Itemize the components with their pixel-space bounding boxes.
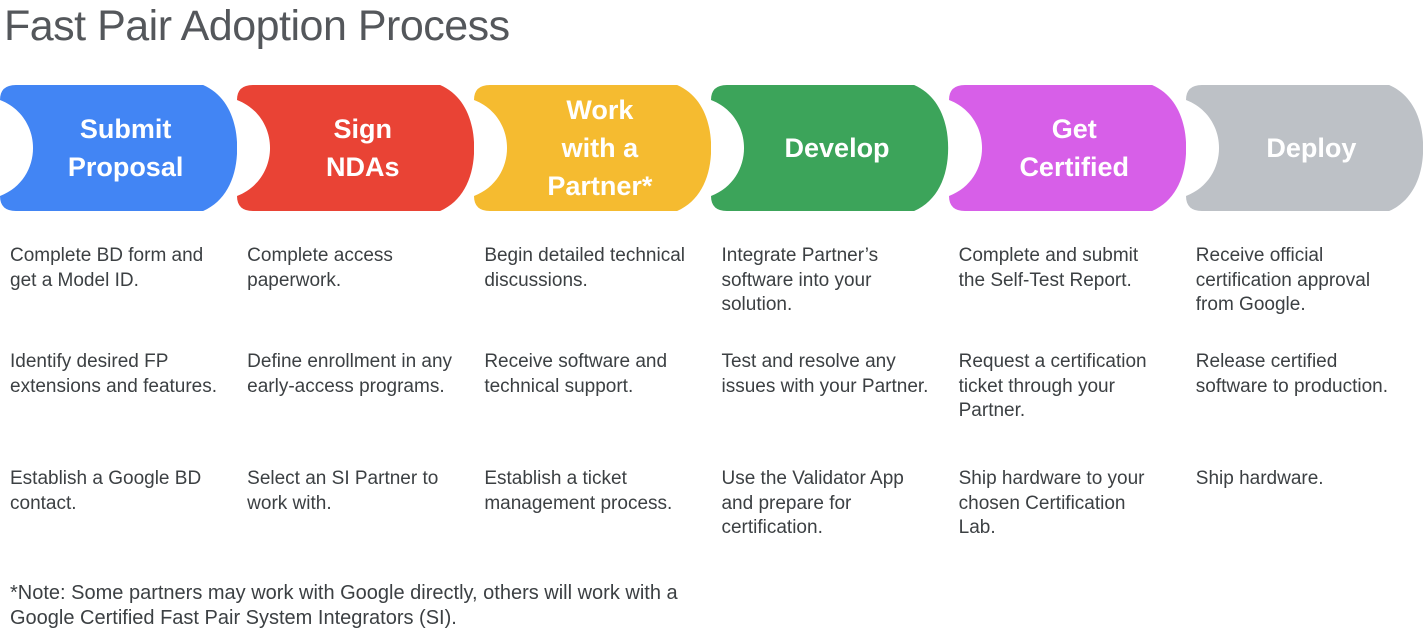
step-label-line: with a xyxy=(561,133,639,163)
detail-cell: Complete BD form and get a Model ID. xyxy=(10,245,204,291)
step-get-certified: Get Certified xyxy=(948,85,1186,211)
step-develop: Develop xyxy=(711,85,949,211)
step-label-line: Deploy xyxy=(1266,133,1357,163)
process-steps-row: Submit Proposal Sign NDAs Work with a xyxy=(0,85,1423,211)
chevron-pill-shape xyxy=(474,85,712,211)
step-work-with-partner: Work with a Partner* xyxy=(474,85,712,211)
details-row-3: Establish a Google BD contact. Select an… xyxy=(0,467,1423,541)
step-label-line: Get xyxy=(1051,114,1097,144)
step-label-line: Develop xyxy=(784,133,890,163)
chevron-pill-shape xyxy=(237,85,475,211)
step-shape xyxy=(948,85,1186,211)
chevron-pill-shape xyxy=(1185,85,1423,211)
detail-cell: Complete access paperwork. xyxy=(247,245,393,291)
step-label-line: Proposal xyxy=(67,152,184,182)
step-label-line: Sign xyxy=(333,114,392,144)
detail-cell: Select an SI Partner to work with. xyxy=(247,468,439,514)
step-label-line: Certified xyxy=(1019,152,1129,182)
step-label-line: Submit xyxy=(79,114,172,144)
step-label-line: Work xyxy=(566,95,634,125)
detail-cell: Receive software and technical support. xyxy=(484,351,668,397)
step-shape xyxy=(474,85,712,211)
page-title: Fast Pair Adoption Process xyxy=(4,2,510,50)
chevron-pill-shape xyxy=(948,85,1186,211)
detail-cell: Ship hardware. xyxy=(1195,468,1324,489)
details-row-1: Complete BD form and get a Model ID. Com… xyxy=(0,244,1423,318)
step-submit-proposal: Submit Proposal xyxy=(0,85,238,211)
step-label: Sign NDAs xyxy=(255,85,470,211)
detail-cell: Define enrollment in any early-access pr… xyxy=(247,351,453,397)
step-label: Get Certified xyxy=(967,85,1182,211)
detail-cell: Receive official certification approval … xyxy=(1195,245,1371,315)
detail-cell: Complete and submit the Self-Test Report… xyxy=(958,245,1139,291)
chevron-pill-shape xyxy=(711,85,949,211)
step-label: Deploy xyxy=(1204,85,1419,211)
step-label-line: NDAs xyxy=(325,152,400,182)
step-shape xyxy=(237,85,475,211)
detail-cell: Establish a Google BD contact. xyxy=(10,468,202,514)
detail-cell: Integrate Partner’s software into your s… xyxy=(721,245,879,315)
detail-cell: Use the Validator App and prepare for ce… xyxy=(721,468,904,538)
details-row-2: Identify desired FP extensions and featu… xyxy=(0,350,1423,424)
step-label-line: Partner* xyxy=(547,171,653,201)
step-deploy: Deploy xyxy=(1185,85,1423,211)
step-label: Work with a Partner* xyxy=(492,85,707,211)
step-sign-ndas: Sign NDAs xyxy=(237,85,475,211)
step-shape xyxy=(711,85,949,211)
detail-cell: Release certified software to production… xyxy=(1195,351,1388,397)
detail-cell: Identify desired FP extensions and featu… xyxy=(10,351,218,397)
step-label: Submit Proposal xyxy=(18,85,233,211)
chevron-pill-shape xyxy=(0,85,238,211)
detail-cell: Begin detailed technical discussions. xyxy=(484,245,686,291)
step-shape xyxy=(0,85,238,211)
detail-cell: Test and resolve any issues with your Pa… xyxy=(721,351,929,397)
step-shape xyxy=(1185,85,1423,211)
detail-cell: Ship hardware to your chosen Certificati… xyxy=(958,468,1145,538)
step-label: Develop xyxy=(729,85,944,211)
detail-cell: Request a certification ticket through y… xyxy=(958,351,1147,421)
detail-cell: Establish a ticket management process. xyxy=(484,468,673,514)
footnote: *Note: Some partners may work with Googl… xyxy=(10,582,678,629)
